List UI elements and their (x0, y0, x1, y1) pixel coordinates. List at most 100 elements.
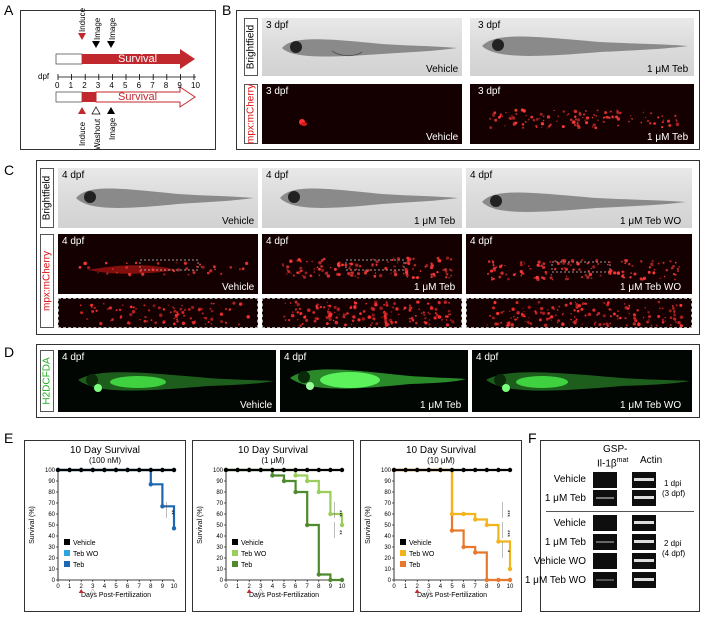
speckle (427, 311, 430, 314)
speckle (363, 271, 368, 275)
speckle (672, 273, 675, 276)
speckle (423, 313, 426, 317)
speckle (402, 265, 404, 267)
survival-chart-10um: 10 Day Survival(10 μM)010203040506070809… (365, 445, 514, 599)
legend-label: Vehicle (241, 540, 264, 547)
tick-label-7: 7 (150, 81, 155, 90)
data-point (258, 467, 263, 473)
y-tick-label: 90 (384, 479, 391, 485)
data-point (90, 467, 96, 473)
data-point (328, 577, 333, 583)
c-stage-label-4: 4 dpf (62, 236, 85, 247)
gel-row-label-1: Vehicle (553, 474, 586, 485)
speckle (361, 317, 366, 321)
speckle (246, 315, 250, 319)
x-tick-label: 1 (404, 584, 408, 590)
y-tick-label: 100 (45, 468, 56, 474)
speckle (674, 114, 677, 117)
speckle (538, 117, 540, 120)
speckle (571, 121, 575, 125)
speckle (500, 271, 504, 275)
speckle (353, 306, 357, 310)
speckle (154, 321, 158, 325)
speckle (598, 323, 602, 327)
speckle (379, 306, 383, 310)
x-tick-label: 4 (103, 584, 107, 590)
speckle (612, 312, 616, 316)
x-tick-label: 3 (91, 584, 95, 590)
speckle (540, 312, 542, 314)
speckle (383, 303, 386, 306)
speckle (86, 318, 89, 321)
survival-bar-label-bottom: Survival (118, 91, 158, 103)
speckle (162, 320, 166, 324)
legend-label: Teb WO (241, 551, 267, 558)
top-marker-induce: Induce (78, 7, 87, 32)
washout-marker (89, 588, 96, 594)
speckle (612, 271, 617, 275)
speckle (152, 304, 156, 308)
speckle (433, 316, 437, 320)
speckle (328, 304, 332, 308)
speckle (176, 318, 178, 321)
speckle (491, 113, 494, 116)
speckle (390, 311, 393, 313)
x-tick-label: 1 (68, 584, 72, 590)
speckle (633, 317, 636, 320)
y-tick-label: 20 (384, 556, 391, 562)
speckle (313, 319, 317, 323)
speckle (609, 322, 611, 325)
speckle (562, 262, 565, 265)
speckle (580, 307, 584, 311)
speckle (392, 306, 395, 309)
speckle (327, 308, 330, 310)
speckle (115, 271, 118, 274)
d-h2dcfda-vehicle (58, 350, 276, 412)
speckle (584, 314, 587, 317)
speckle (375, 259, 379, 264)
speckle (616, 314, 619, 318)
x-tick-label: 7 (474, 584, 478, 590)
data-point (270, 473, 275, 478)
speckle (320, 268, 325, 273)
data-point (507, 577, 513, 583)
data-point (79, 467, 84, 473)
speckle (349, 273, 354, 277)
speckle (219, 312, 224, 316)
speckle (162, 308, 166, 311)
speckle (610, 309, 613, 311)
speckle (381, 316, 383, 319)
speckle (229, 265, 233, 269)
speckle (176, 268, 181, 272)
speckle (449, 313, 452, 315)
speckle (286, 268, 289, 272)
speckle (408, 304, 412, 307)
speckle (674, 318, 677, 321)
speckle (561, 267, 564, 270)
speckle (628, 312, 631, 315)
speckle (384, 323, 389, 327)
speckle (348, 262, 351, 265)
speckle (554, 314, 557, 317)
speckle (442, 269, 445, 271)
c-stage-label-1: 4 dpf (62, 170, 85, 181)
speckle (128, 272, 132, 276)
x-axis-label: Days Post-Fertilization (417, 592, 487, 599)
speckle (172, 270, 176, 273)
speckle (591, 116, 594, 119)
speckle (315, 306, 318, 309)
gel-lane-gsp-2 (593, 490, 617, 506)
data-point (473, 550, 478, 555)
speckle (303, 315, 307, 319)
speckle (538, 318, 542, 322)
speckle (608, 308, 611, 311)
x-tick-label: 3 (259, 584, 263, 590)
speckle (300, 269, 303, 272)
significance-label: ** (167, 510, 173, 515)
speckle (580, 275, 584, 279)
speckle (404, 270, 409, 274)
speckle (604, 111, 607, 114)
speckle (564, 303, 568, 307)
gel-lane-gsp-3 (593, 515, 617, 531)
data-point (461, 544, 466, 550)
